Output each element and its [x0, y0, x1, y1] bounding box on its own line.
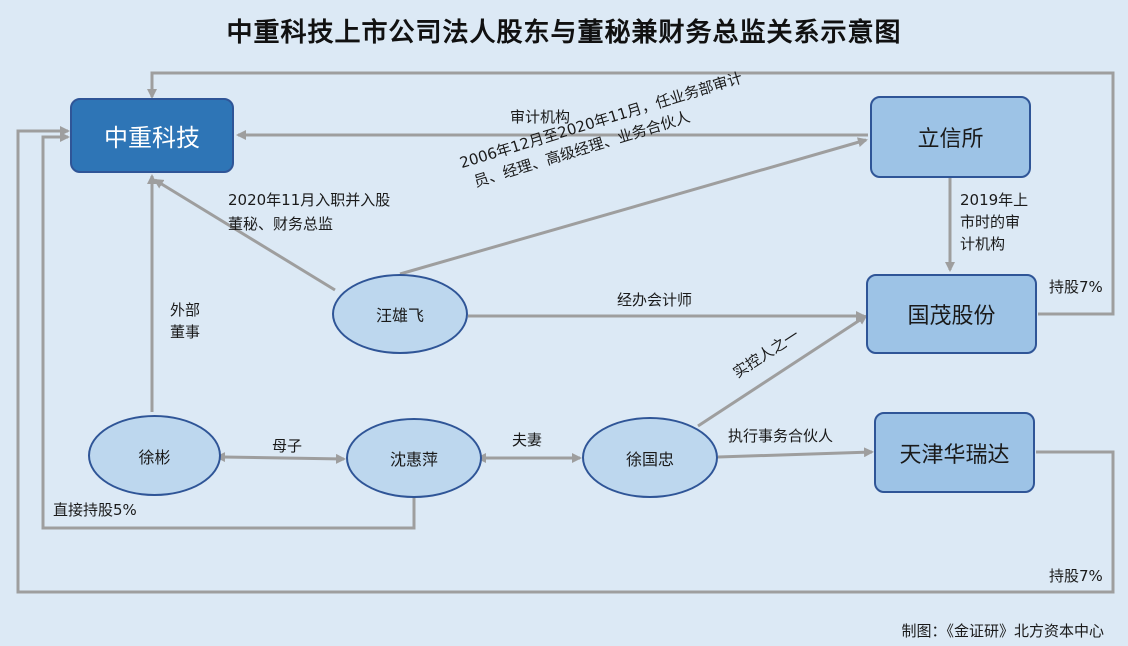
- label-hold-tianjin: 持股7%: [1049, 567, 1103, 585]
- edge-guomao-hold: [147, 71, 1115, 316]
- label-joined-line2: 董秘、财务总监: [228, 215, 334, 233]
- node-wangxiongfei: 汪雄飞: [332, 274, 468, 354]
- label-hold-guomao: 持股7%: [1049, 278, 1103, 296]
- label-joined-line1: 2020年11月入职并入股: [228, 191, 391, 209]
- node-lixin: 立信所: [870, 96, 1031, 178]
- edge-wang-to-zhongzhong: [153, 178, 336, 292]
- label-ipo-audit: 2019年上市时的审计机构: [960, 191, 1029, 253]
- edge-tianjin-hold: [16, 126, 1115, 594]
- label-direct-hold: 直接持股5%: [53, 501, 137, 519]
- node-zhongzhong: 中重科技: [70, 98, 234, 173]
- edge-actual-controller: [697, 314, 868, 428]
- node-xuguozhong: 徐国忠: [582, 417, 718, 498]
- edge-direct-hold: [41, 132, 416, 530]
- label-signing-cpa: 经办会计师: [617, 291, 693, 309]
- label-spouse: 夫妻: [512, 431, 543, 449]
- label-audit-agency: 审计机构: [510, 108, 571, 126]
- node-tianjin: 天津华瑞达: [874, 412, 1035, 493]
- label-mother-son: 母子: [272, 437, 303, 455]
- node-guomao: 国茂股份: [866, 274, 1037, 354]
- label-managing-partner: 执行事务合伙人: [728, 427, 834, 445]
- node-xubin: 徐彬: [88, 415, 221, 496]
- edge-managing-partner: [717, 447, 874, 459]
- diagram-title: 中重科技上市公司法人股东与董秘兼财务总监关系示意图: [226, 18, 902, 48]
- edge-mother-son: [215, 452, 346, 464]
- edge-wang-to-lixin: [399, 137, 868, 276]
- footer-credit: 制图：《金证研》北方资本中心: [901, 622, 1104, 640]
- node-shenhuiping: 沈惠萍: [346, 418, 482, 498]
- label-external-director: 外部董事: [170, 301, 201, 341]
